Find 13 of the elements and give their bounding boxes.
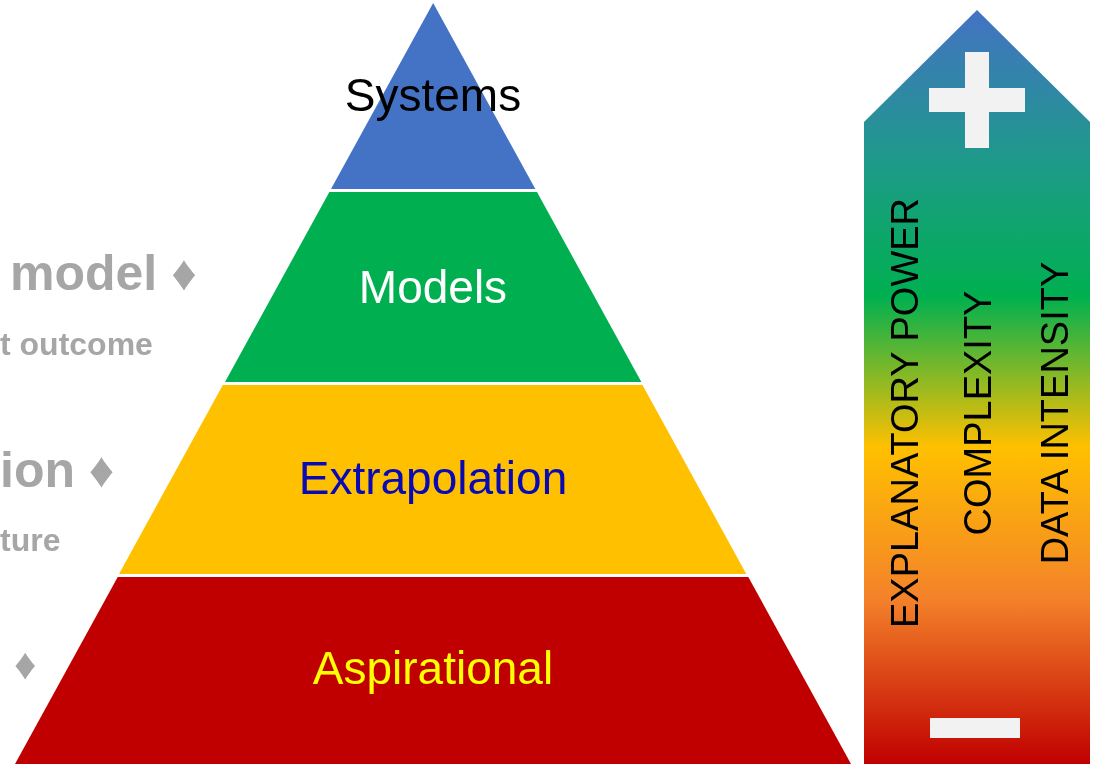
side-label: t outcome	[0, 328, 153, 360]
arrow-label: DATA INTENSITY	[1036, 261, 1074, 565]
side-label: ion ♦	[0, 445, 115, 495]
gradient-arrow	[864, 10, 1090, 764]
pyramid-tier	[14, 577, 851, 764]
side-label: ture	[0, 524, 61, 556]
arrow-label: COMPLEXITY	[959, 290, 997, 536]
pyramid-tier	[224, 192, 642, 382]
side-label: ♦	[14, 642, 37, 686]
tier-label: Models	[358, 264, 508, 310]
pyramid-tier	[119, 385, 747, 574]
side-label: model ♦	[10, 248, 197, 298]
arrow-label: EXPLANATORY POWER	[886, 197, 924, 629]
